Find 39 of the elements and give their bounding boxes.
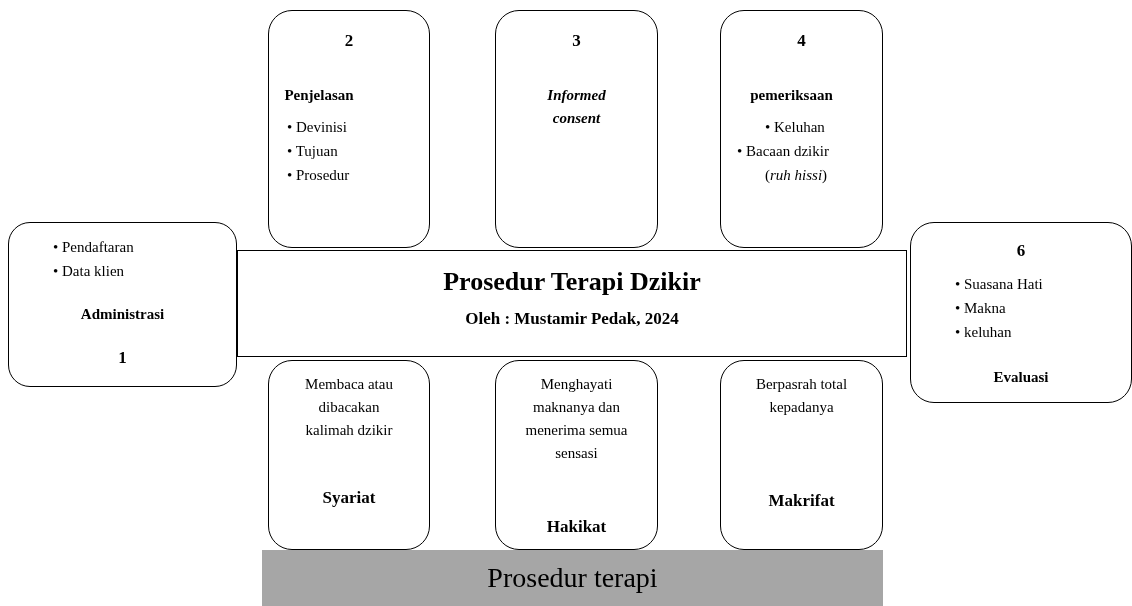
- bullet-item: • Keluhan: [765, 118, 826, 137]
- bullet-item: • keluhan: [955, 323, 1013, 342]
- bullet-item: • Makna: [955, 299, 1007, 318]
- step-description: Menghayati maknanya dan menerima semua sensasi: [524, 375, 629, 463]
- bullet-item: • Suasana Hati: [955, 275, 1044, 294]
- step-heading: Penjelasan: [283, 86, 355, 105]
- bullet-item: • Pendaftaran: [53, 238, 135, 257]
- rounded-box: [720, 360, 883, 550]
- rounded-box: [495, 10, 658, 248]
- stage-heading: Syariat: [321, 487, 377, 509]
- footer-band: [262, 550, 883, 606]
- rounded-box: [268, 10, 430, 248]
- footer-label: Prosedur terapi: [486, 561, 659, 595]
- bullet-item: • Bacaan dzikir (ruh hissi): [737, 142, 830, 185]
- step-number: 4: [796, 30, 807, 52]
- step-heading: Evaluasi: [992, 368, 1050, 387]
- step-number: 3: [571, 30, 582, 52]
- step-heading: pemeriksaan: [749, 86, 834, 105]
- rounded-box: [268, 360, 430, 550]
- bullet-item: • Devinisi: [287, 118, 348, 137]
- step-description: Membaca atau dibacakan kalimah dzikir: [304, 375, 394, 440]
- step-heading: Informed consent: [546, 86, 607, 128]
- rounded-box: [720, 10, 883, 248]
- bullet-item: • Data klien: [53, 262, 126, 281]
- rounded-box: [495, 360, 658, 550]
- stage-heading: Hakikat: [545, 516, 608, 538]
- band-heading: Prosedur Terapi Dzikir: [442, 266, 702, 298]
- bullet-item: • Prosedur: [287, 166, 351, 185]
- step-number: 6: [1015, 240, 1027, 262]
- step-number: 2: [343, 30, 355, 52]
- step-number: 1: [117, 347, 128, 369]
- stage-heading: Makrifat: [767, 490, 836, 512]
- bullet-item: • Tujuan: [287, 142, 339, 161]
- rounded-box: [8, 222, 237, 387]
- rounded-box: [910, 222, 1132, 403]
- title-band: [237, 250, 907, 357]
- author-credit: Oleh : Mustamir Pedak, 2024: [464, 308, 680, 330]
- step-heading: Administrasi: [79, 305, 166, 324]
- step-description: Berpasrah total kepadanya: [754, 375, 849, 417]
